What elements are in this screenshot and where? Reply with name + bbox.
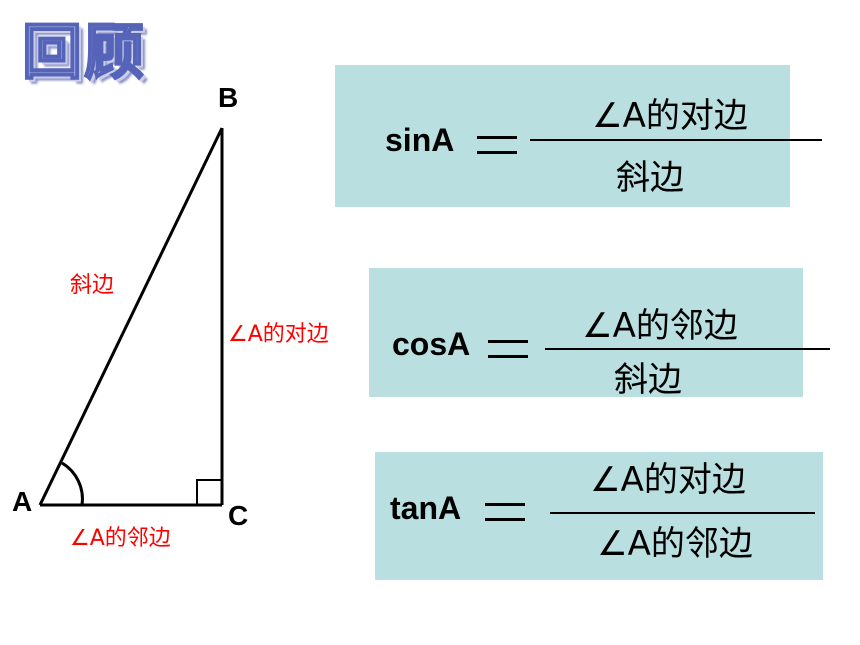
opposite-side-label: ∠A的对边: [228, 322, 329, 347]
adjacent-side-label: ∠A的邻边: [70, 526, 171, 551]
tan-formula-box: [375, 452, 823, 580]
fraction-bar: [550, 512, 815, 514]
vertex-a-label: A: [12, 486, 33, 517]
cos-denominator: 斜边: [614, 360, 682, 400]
cos-numerator: ∠A的邻边: [582, 306, 738, 346]
equals-sign: [488, 340, 528, 358]
side-ab: [38, 127, 224, 506]
sin-numerator: ∠A的对边: [592, 96, 748, 136]
right-angle-marker: [196, 479, 222, 505]
page-title: 回顾: [21, 17, 146, 89]
fraction-bar: [530, 139, 822, 141]
tan-label: tanA: [390, 490, 462, 526]
vertex-b-label: B: [218, 82, 239, 113]
fraction-bar: [545, 348, 830, 350]
tan-numerator: ∠A的对边: [590, 460, 746, 500]
sin-formula-box: [335, 65, 790, 207]
cos-formula-box: [369, 268, 803, 397]
equals-sign: [477, 136, 517, 154]
vertex-c-label: C: [228, 500, 249, 531]
sin-label: sinA: [385, 122, 455, 158]
cos-label: cosA: [392, 326, 471, 362]
angle-a-arc: [61, 461, 84, 506]
equals-sign: [485, 503, 525, 521]
sin-denominator: 斜边: [616, 158, 684, 198]
hypotenuse-label: 斜边: [70, 273, 115, 298]
tan-denominator: ∠A的邻边: [597, 524, 753, 564]
